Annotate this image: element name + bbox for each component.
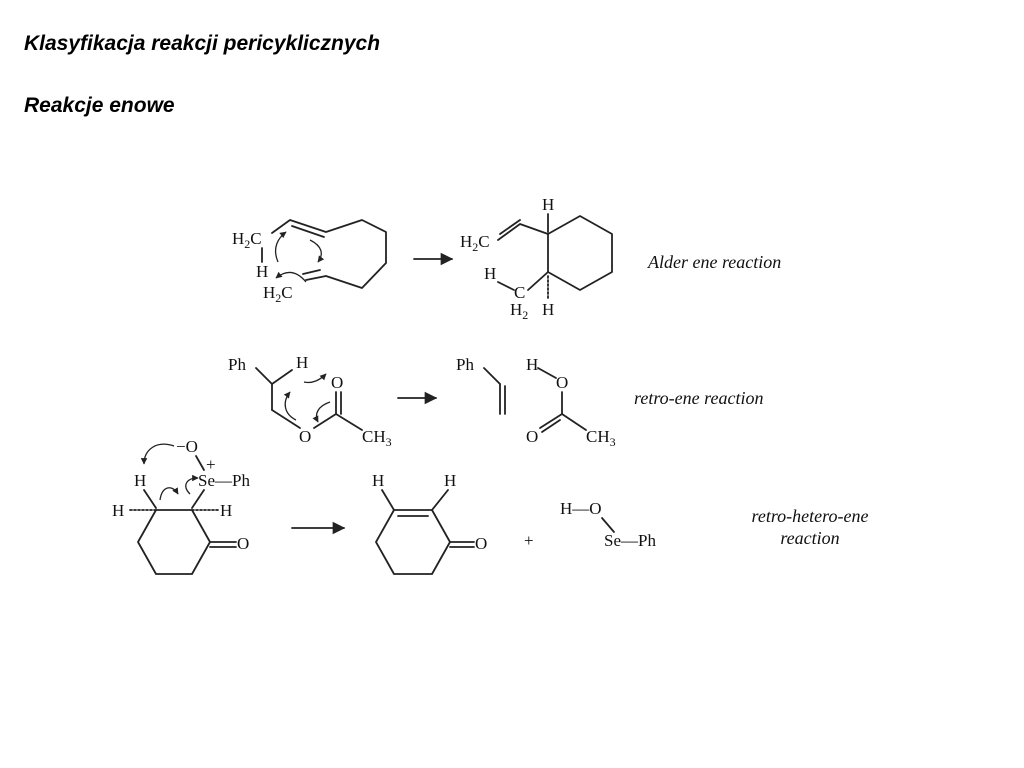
reaction-label: Alder ene reaction: [647, 252, 781, 272]
vinyl-bond: [497, 223, 549, 241]
atom-label: Se—Ph: [198, 471, 250, 490]
retro-ene-reactant: Ph H O O CH3: [228, 353, 392, 449]
atom-label: H: [542, 195, 554, 214]
atom-label: H2C: [263, 283, 293, 305]
curly-arrow: [275, 271, 307, 283]
reaction-label-line2: reaction: [780, 528, 839, 548]
bond: [527, 271, 549, 291]
wedge-bond: [191, 489, 205, 509]
bond: [537, 367, 557, 379]
atom-label: H2C: [460, 232, 490, 254]
bond: [271, 409, 301, 429]
atom-label: H: [484, 264, 496, 283]
bond: [483, 367, 501, 385]
bond: [195, 455, 205, 471]
atom-label: CH3: [586, 427, 616, 449]
bond: [313, 413, 337, 429]
alder-product: H H2C H C H2 H: [460, 195, 613, 322]
atom-label: −O: [176, 437, 198, 456]
bond: [561, 413, 587, 431]
bond: [601, 517, 615, 533]
curly-arrow: [309, 239, 325, 263]
chain-bonds: [271, 219, 387, 289]
bond: [431, 489, 449, 511]
atom-label: O: [556, 373, 568, 392]
atom-label: O: [475, 534, 487, 553]
curly-arrow: [140, 443, 175, 465]
bond: [335, 413, 363, 431]
cyclohexenone-ring: [375, 509, 451, 575]
curly-arrow: [303, 373, 327, 384]
atom-label: Ph: [456, 355, 474, 374]
double-bond: [541, 419, 561, 433]
slide-title: Klasyfikacja reakcji pericyklicznych: [24, 32, 381, 55]
atom-label: O: [331, 373, 343, 392]
atom-label: H—O: [560, 499, 602, 518]
wedge-bond: [143, 489, 157, 509]
double-bond: [499, 219, 521, 235]
atom-label: H2: [510, 300, 528, 322]
atom-label: C: [514, 283, 525, 302]
atom-label: H: [444, 471, 456, 490]
reaction-label-line1: retro-hetero-ene: [752, 506, 869, 526]
curly-arrow: [159, 487, 179, 501]
hetero-ene-reactant: −O + H Se—Ph H H O: [112, 437, 250, 575]
curly-arrow: [274, 231, 287, 263]
bond: [497, 281, 515, 291]
alder-ene-reaction: H2C H H2C H H2C H C H2 H: [232, 195, 781, 322]
double-bond: [302, 269, 321, 275]
curly-arrow: [312, 401, 331, 423]
alder-reactant: H2C H H2C: [232, 219, 387, 305]
reaction-label: retro-ene reaction: [634, 388, 763, 408]
atom-label: H: [526, 355, 538, 374]
curly-arrow: [185, 474, 199, 495]
plus-sign: +: [524, 531, 534, 550]
atom-label: H: [220, 501, 232, 520]
atom-label: H: [256, 262, 268, 281]
atom-label: H: [372, 471, 384, 490]
atom-label: H: [296, 353, 308, 372]
atom-label: +: [206, 455, 216, 474]
hetero-ene-products: H H O + H—O Se—Ph: [372, 471, 656, 575]
atom-label: O: [526, 427, 538, 446]
atom-label: H: [112, 501, 124, 520]
atom-label: H2C: [232, 229, 262, 251]
bond: [255, 367, 293, 385]
slide-subtitle: Reakcje enowe: [24, 94, 175, 117]
bond: [539, 413, 563, 429]
atom-label: O: [237, 534, 249, 553]
atom-label: O: [299, 427, 311, 446]
cyclohexane-ring: [547, 215, 613, 291]
retro-ene-products: Ph H O O CH3: [456, 355, 616, 449]
cyclohexanone-ring: [137, 509, 211, 575]
double-bond: [291, 225, 325, 238]
atom-label: CH3: [362, 427, 392, 449]
retro-hetero-ene-reaction: −O + H Se—Ph H H O H H: [112, 437, 869, 575]
curly-arrow: [283, 391, 297, 421]
atom-label: Ph: [228, 355, 246, 374]
bond: [381, 489, 395, 511]
atom-label: H: [542, 300, 554, 319]
atom-label: Se—Ph: [604, 531, 656, 550]
atom-label: H: [134, 471, 146, 490]
retro-ene-reaction: Ph H O O CH3 Ph H O: [228, 353, 763, 449]
